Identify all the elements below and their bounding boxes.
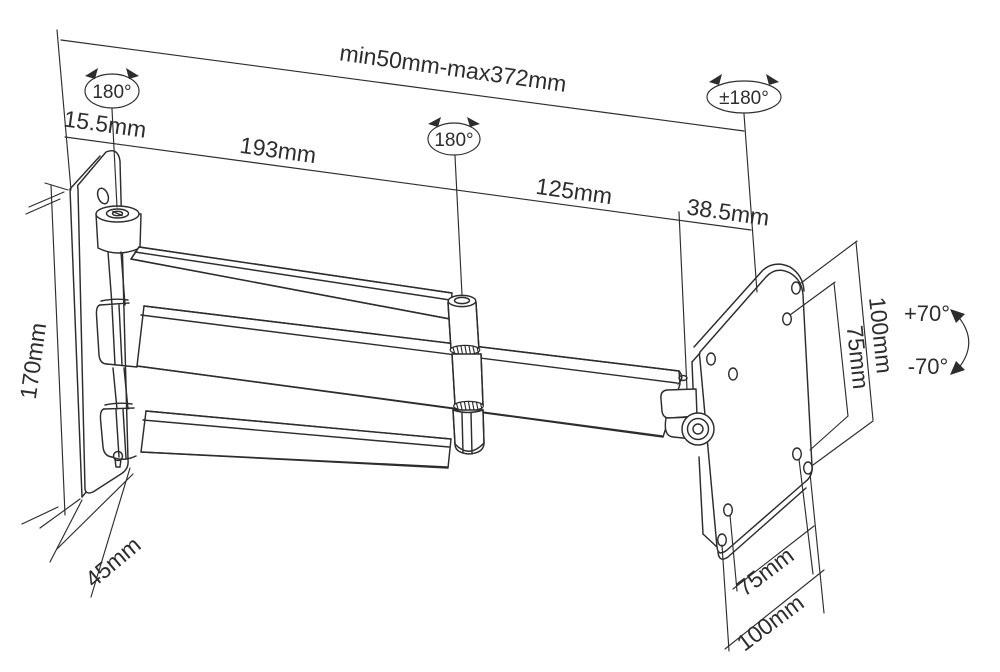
arm-lower-link xyxy=(140,410,452,469)
rotation-label-plate: ±180° xyxy=(719,88,769,109)
plate-screw-hole xyxy=(96,187,110,205)
dimension-lines xyxy=(21,29,874,652)
wall-hinge-column xyxy=(95,205,142,460)
tilt-indicator: +70° -70° xyxy=(904,301,970,379)
tilt-down-arrow-icon xyxy=(950,361,965,375)
dim-plate-depth: 45mm xyxy=(80,531,146,592)
dim-plate-height: 170mm xyxy=(15,321,51,401)
knurl-ring-top xyxy=(449,344,481,356)
arm-main-bar xyxy=(136,305,683,438)
arm-upper-link xyxy=(130,246,453,320)
wall-edge-line xyxy=(28,191,65,208)
tilt-down-label: -70° xyxy=(908,354,949,379)
rotate-ccw-arrow-icon xyxy=(428,117,441,127)
vesa-plate xyxy=(691,263,814,560)
wall-edge-line xyxy=(21,506,59,525)
rotate-cw-arrow-icon xyxy=(126,68,139,79)
rotate-cw-arrow-icon xyxy=(766,74,779,85)
rotate-ccw-arrow-icon xyxy=(85,68,98,79)
dim-extension-range: min50mm-max372mm xyxy=(338,39,568,97)
rotate-cw-arrow-icon xyxy=(467,117,480,127)
rotation-label-elbow: 180° xyxy=(434,130,473,151)
rotation-label-wall: 180° xyxy=(92,82,131,103)
knurl-ring-bottom xyxy=(453,400,484,412)
elbow-joint xyxy=(447,294,485,455)
rotation-badge-elbow: 180° xyxy=(427,117,481,156)
hinge-screw-icon xyxy=(105,208,130,219)
dim-second-arm: 125mm xyxy=(534,173,614,209)
rotate-ccw-arrow-icon xyxy=(709,74,722,85)
tilt-up-label: +70° xyxy=(904,301,950,326)
tilt-up-arrow-icon xyxy=(950,309,965,323)
rotation-badge-wall: 180° xyxy=(84,68,140,109)
dim-wall-offset: 15.5mm xyxy=(62,105,148,142)
tilt-pivot-boss xyxy=(681,412,715,446)
dim-vesa-bottom-outer: 100mm xyxy=(732,589,809,656)
dim-first-arm: 193mm xyxy=(238,132,318,168)
wall-edge-line xyxy=(25,198,61,215)
elbow-pin-hole xyxy=(453,296,471,305)
dim-vesa-side-inner: 75mm xyxy=(842,324,875,390)
tilt-joint xyxy=(660,374,715,446)
rotation-badge-plate: ±180° xyxy=(706,74,782,114)
dim-pivot-to-plate: 38.5mm xyxy=(685,193,771,230)
